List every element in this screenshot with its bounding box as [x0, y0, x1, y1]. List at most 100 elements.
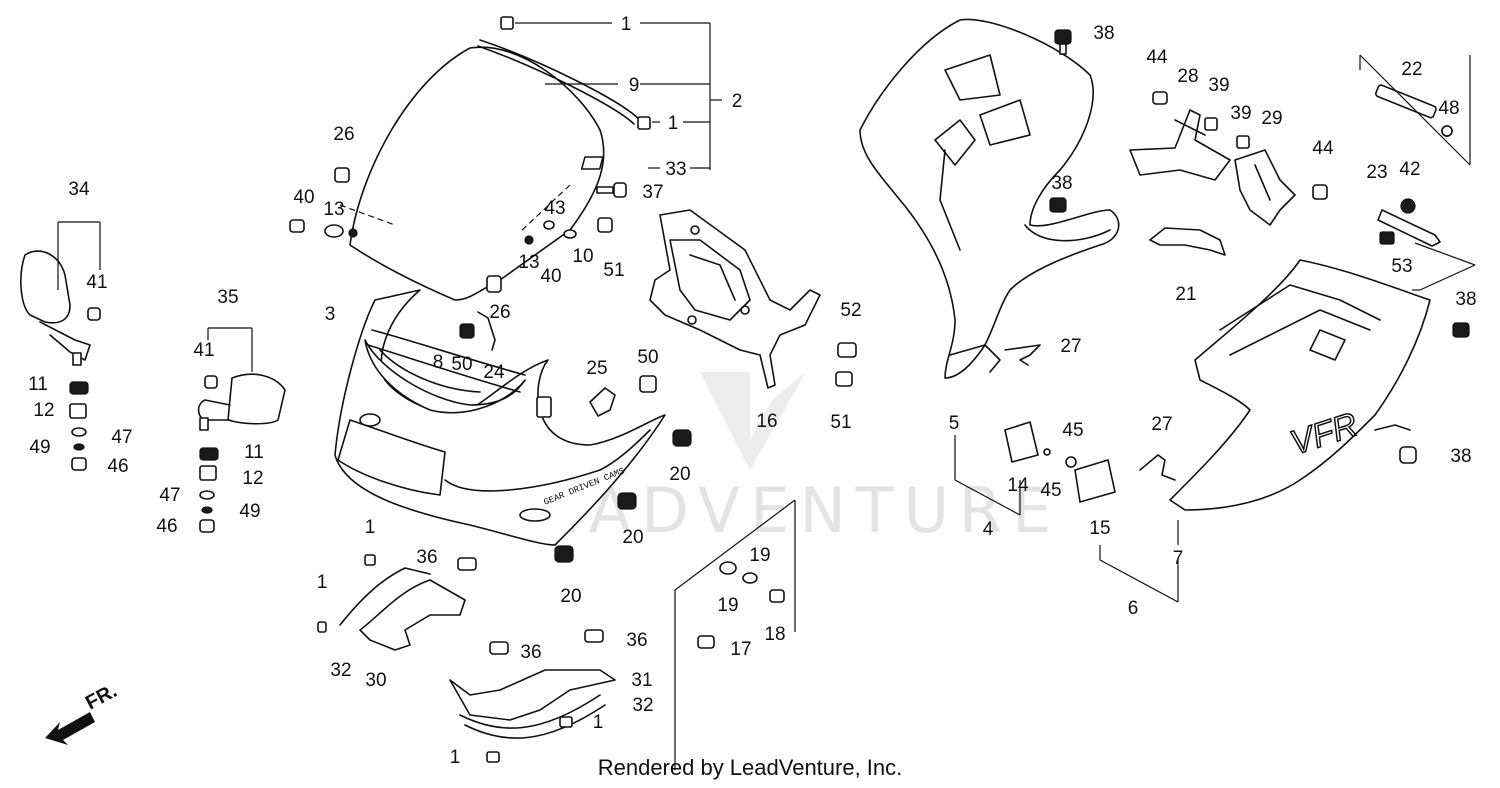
- ref-1: 1: [450, 747, 461, 768]
- ref-7: 7: [1173, 548, 1184, 569]
- ref-11: 11: [28, 374, 48, 395]
- callout-labels: 1 2 9 1 33 37 26 40 13 43 10 13 40 51 26…: [28, 14, 1476, 768]
- ref-34: 34: [68, 179, 90, 200]
- ref-46: 46: [107, 456, 128, 477]
- ref-9: 9: [629, 75, 640, 96]
- ref-23: 23: [1366, 162, 1387, 183]
- ref-49: 49: [239, 501, 260, 522]
- ref-49: 49: [29, 437, 50, 458]
- left-mirror[interactable]: [20, 250, 91, 366]
- left-middle-cowl[interactable]: [859, 18, 1120, 379]
- ref-39: 39: [1230, 103, 1251, 124]
- ref-6: 6: [1128, 598, 1139, 619]
- ref-1: 1: [365, 517, 376, 538]
- ref-1: 1: [593, 712, 604, 733]
- under-cowl-liner-right[interactable]: [449, 669, 616, 739]
- ref-36: 36: [626, 630, 647, 651]
- ref-15: 15: [1089, 518, 1110, 539]
- ref-41: 41: [193, 340, 214, 361]
- ref-50: 50: [451, 354, 472, 375]
- ref-42: 42: [1399, 159, 1420, 180]
- ref-27: 27: [1151, 414, 1172, 435]
- ref-1: 1: [621, 14, 632, 35]
- ref-39: 39: [1208, 75, 1229, 96]
- ref-1: 1: [317, 572, 328, 593]
- ref-19: 19: [717, 595, 738, 616]
- ref-2: 2: [732, 91, 743, 112]
- ref-11: 11: [244, 442, 264, 463]
- ref-53: 53: [1391, 256, 1412, 277]
- ref-33: 33: [665, 159, 686, 180]
- ref-5: 5: [949, 413, 960, 434]
- ref-44: 44: [1312, 138, 1334, 159]
- ref-20: 20: [622, 527, 643, 548]
- ref-40: 40: [540, 266, 561, 287]
- ref-8: 8: [433, 352, 444, 373]
- lower-cowl[interactable]: [1169, 259, 1431, 511]
- ref-38: 38: [1450, 446, 1471, 467]
- fairing-stay[interactable]: [649, 209, 821, 389]
- ref-30: 30: [365, 670, 386, 691]
- ref-22: 22: [1401, 59, 1422, 80]
- ref-1: 1: [668, 113, 679, 134]
- ref-16: 16: [756, 411, 777, 432]
- ref-12: 12: [242, 468, 263, 489]
- ref-51: 51: [603, 260, 624, 281]
- ref-21: 21: [1175, 284, 1196, 305]
- ref-24: 24: [483, 362, 505, 383]
- ref-48: 48: [1438, 98, 1459, 119]
- clip-27-a: [1004, 344, 1041, 366]
- ref-29: 29: [1261, 108, 1282, 129]
- ref-31: 31: [631, 670, 652, 691]
- right-mirror[interactable]: [197, 373, 286, 431]
- ref-26: 26: [489, 302, 510, 323]
- collar-bolt[interactable]: [1377, 198, 1441, 247]
- clip-27-b: [1139, 454, 1176, 481]
- ref-18: 18: [764, 624, 785, 645]
- render-credit: Rendered by LeadVenture, Inc.: [597, 755, 903, 780]
- ref-47: 47: [159, 485, 180, 506]
- ref-45: 45: [1040, 480, 1061, 501]
- ref-35: 35: [217, 287, 238, 308]
- ref-45: 45: [1062, 420, 1083, 441]
- ref-19: 19: [749, 545, 770, 566]
- windscreen[interactable]: [339, 39, 641, 301]
- ref-12: 12: [33, 400, 54, 421]
- ref-40: 40: [293, 187, 314, 208]
- windscreen-grommet: [500, 16, 651, 170]
- ref-46: 46: [156, 516, 177, 537]
- ref-38: 38: [1455, 289, 1476, 310]
- ref-10: 10: [572, 246, 593, 267]
- ref-25: 25: [586, 358, 607, 379]
- mirror-hardware-right: [199, 447, 219, 533]
- ref-50: 50: [637, 347, 658, 368]
- upper-cowl[interactable]: [334, 289, 666, 546]
- fasteners: [87, 29, 1470, 763]
- cowl-bracket-21[interactable]: [1149, 227, 1226, 256]
- pad-15[interactable]: [1074, 459, 1116, 503]
- ref-17: 17: [730, 639, 751, 660]
- leader-lines: [57, 22, 1476, 770]
- ref-36: 36: [520, 642, 541, 663]
- ref-32: 32: [632, 695, 653, 716]
- pad-14[interactable]: [1004, 421, 1039, 463]
- front-direction-arrow: FR.: [45, 680, 121, 745]
- ref-14: 14: [1007, 475, 1029, 496]
- ref-20: 20: [669, 464, 690, 485]
- cowl-bracket-28[interactable]: [1129, 109, 1231, 181]
- ref-37: 37: [642, 182, 663, 203]
- ref-43: 43: [544, 198, 565, 219]
- inner-cover[interactable]: [364, 339, 526, 414]
- ref-32: 32: [330, 660, 351, 681]
- cowl-bracket-29[interactable]: [1234, 149, 1296, 226]
- ref-26: 26: [333, 124, 354, 145]
- ref-13: 13: [323, 199, 344, 220]
- ref-3: 3: [325, 304, 336, 325]
- under-cowl-liner-left[interactable]: [339, 567, 466, 651]
- ref-20: 20: [560, 586, 581, 607]
- ref-52: 52: [840, 300, 861, 321]
- ref-38: 38: [1093, 23, 1114, 44]
- ref-47: 47: [111, 427, 132, 448]
- ref-44: 44: [1146, 47, 1168, 68]
